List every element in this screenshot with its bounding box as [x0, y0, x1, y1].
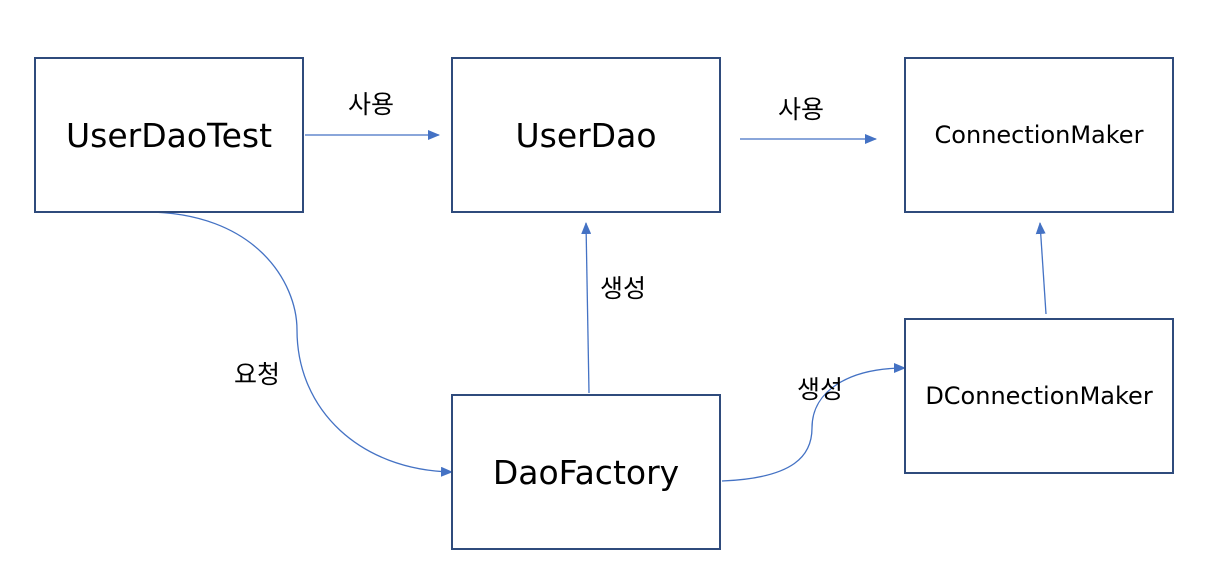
node-dao-factory: DaoFactory [451, 394, 721, 550]
arrow-test-to-factory [144, 211, 453, 477]
edge-label-factory-to-dao: 생성 [600, 274, 647, 303]
node-user-dao-test: UserDaoTest [34, 57, 304, 213]
arrow-dmaker-to-maker [1035, 222, 1047, 315]
node-d-connection-maker: DConnectionMaker [904, 318, 1174, 474]
edge-label-test-to-dao: 사용 [348, 90, 395, 119]
node-connection-maker: ConnectionMaker [904, 57, 1174, 213]
node-user-dao-test-label: UserDaoTest [65, 115, 273, 155]
node-dao-factory-label: DaoFactory [492, 452, 680, 492]
arrow-factory-to-dmaker [721, 363, 906, 482]
edge-label-factory-to-dmaker: 생성 [797, 375, 844, 404]
node-user-dao-label: UserDao [515, 115, 657, 155]
node-user-dao: UserDao [451, 57, 721, 213]
arrow-factory-to-dao [581, 222, 592, 394]
node-connection-maker-label: ConnectionMaker [934, 121, 1144, 149]
edge-label-test-to-factory: 요청 [234, 360, 281, 389]
node-d-connection-maker-label: DConnectionMaker [925, 382, 1153, 410]
edge-label-dao-to-maker: 사용 [778, 95, 825, 124]
